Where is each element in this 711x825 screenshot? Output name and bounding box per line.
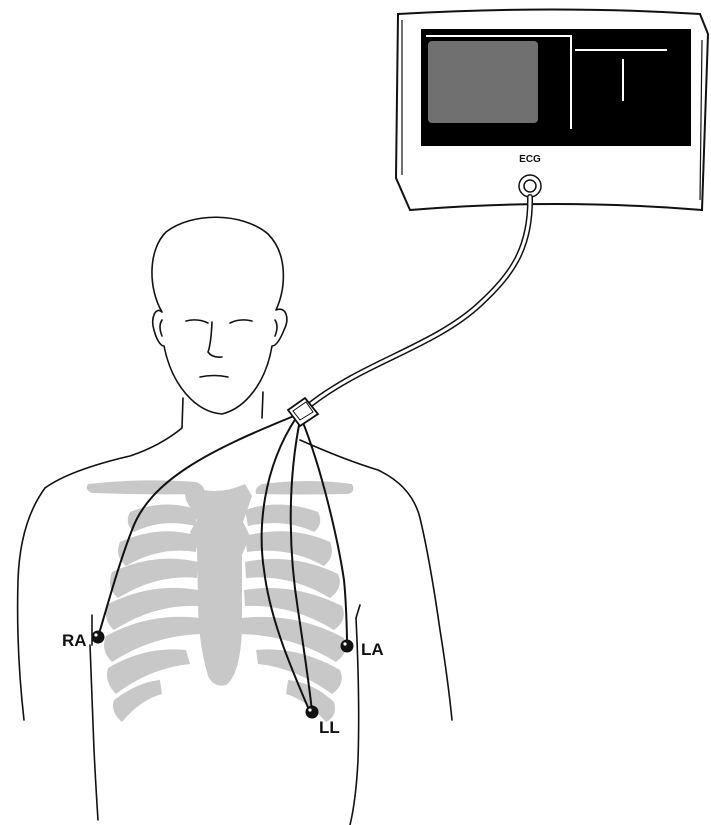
- torso-left-line: [356, 605, 360, 618]
- ear-right: [160, 320, 162, 336]
- ecg-connector-port: [519, 175, 541, 197]
- neck-left: [262, 392, 263, 418]
- eye-left: [230, 320, 252, 323]
- torso-right-edge: [18, 488, 45, 720]
- electrode-ra: RA: [62, 631, 105, 651]
- nose: [208, 322, 222, 357]
- eye-right: [186, 320, 208, 323]
- clavicle-left: [256, 481, 354, 495]
- ecg-main-cable-core: [311, 197, 530, 404]
- ecg-monitor: ECG: [396, 10, 708, 211]
- mouth: [200, 376, 228, 378]
- screen-display-panel: [428, 41, 538, 123]
- head-outline: [152, 217, 287, 414]
- ribcage: [87, 480, 354, 722]
- neck-right: [45, 398, 183, 488]
- right-arm-inner: [90, 645, 98, 820]
- ecg-main-cable: [311, 197, 530, 404]
- electrode-ra-label: RA: [62, 631, 87, 650]
- electrode-la-label: LA: [361, 640, 384, 659]
- monitor-label: ECG: [519, 154, 541, 165]
- electrode-la: LA: [341, 640, 384, 660]
- ear-left: [275, 320, 277, 336]
- electrode-ll-label: LL: [319, 718, 340, 737]
